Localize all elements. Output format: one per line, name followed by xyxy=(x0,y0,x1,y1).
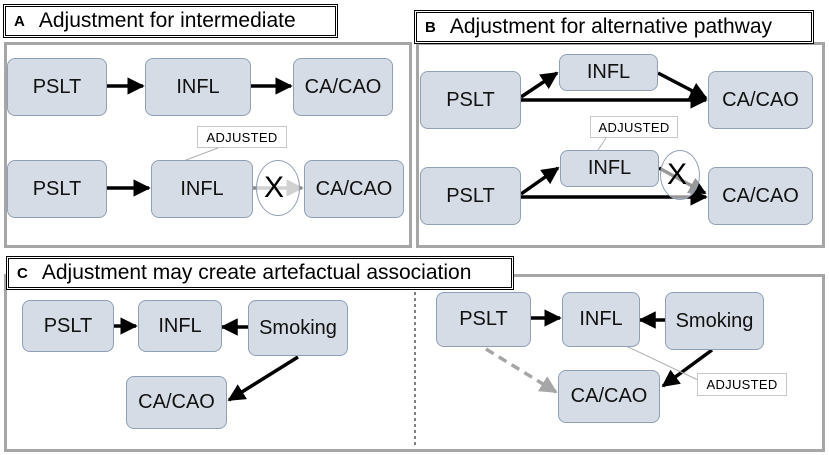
node-ca-cao: CA/CAO xyxy=(126,376,227,429)
panel-c-title-text: Adjustment may create artefactual associ… xyxy=(41,261,472,284)
arrow-b1-pslt-infl xyxy=(520,71,559,99)
node-pslt: PSLT xyxy=(420,167,521,225)
blocked-path-x-b: X xyxy=(667,158,688,191)
node-ca-cao: CA/CAO xyxy=(293,58,393,116)
adjusted-label-b: ADJUSTED xyxy=(590,116,678,138)
arrow-c2-pslt-cacao-artefactual xyxy=(485,347,558,394)
node-ca-cao: CA/CAO xyxy=(708,71,813,129)
node-infl-adjusted: INFL xyxy=(151,160,253,218)
panel-b-title: B Adjustment for alternative pathway xyxy=(414,10,814,44)
node-pslt: PSLT xyxy=(22,300,114,352)
node-ca-cao: CA/CAO xyxy=(558,370,660,423)
node-smoking: Smoking xyxy=(248,300,348,356)
node-infl: INFL xyxy=(138,300,222,352)
node-infl-adjusted: INFL xyxy=(560,150,659,187)
adjusted-pointer-b xyxy=(597,137,607,151)
adjusted-pointer-c xyxy=(623,344,701,382)
arrow-c1-smoking-cacao xyxy=(227,355,299,402)
panel-c-letter: C xyxy=(17,264,28,282)
panel-a-title-text: Adjustment for intermediate xyxy=(38,9,296,32)
node-smoking: Smoking xyxy=(665,292,764,350)
panel-a-title: A Adjustment for intermediate xyxy=(3,4,338,38)
panel-c-title: C Adjustment may create artefactual asso… xyxy=(6,256,514,290)
adjusted-label-c: ADJUSTED xyxy=(697,373,787,396)
node-pslt: PSLT xyxy=(420,71,521,129)
arrow-c2-smoking-cacao xyxy=(661,348,714,388)
blocked-path-ellipse-a xyxy=(256,160,300,216)
adjusted-label-a: ADJUSTED xyxy=(197,126,287,148)
panel-b-title-text: Adjustment for alternative pathway xyxy=(449,15,773,38)
node-ca-cao: CA/CAO xyxy=(708,167,813,225)
blocked-path-x-a: X xyxy=(264,171,285,204)
panel-b-letter: B xyxy=(425,18,436,36)
arrow-b2-pslt-infl xyxy=(519,166,560,196)
node-infl: INFL xyxy=(559,54,658,91)
arrow-b1-infl-cacao xyxy=(657,71,708,100)
node-pslt: PSLT xyxy=(7,58,107,116)
node-pslt: PSLT xyxy=(7,160,107,218)
node-infl: INFL xyxy=(145,58,251,116)
blocked-path-ellipse-b xyxy=(660,150,700,200)
node-infl-adjusted: INFL xyxy=(562,292,640,347)
panel-a-letter: A xyxy=(14,12,25,30)
node-pslt: PSLT xyxy=(436,292,531,347)
adjusted-pointer-a xyxy=(185,147,219,161)
node-ca-cao: CA/CAO xyxy=(304,160,404,218)
